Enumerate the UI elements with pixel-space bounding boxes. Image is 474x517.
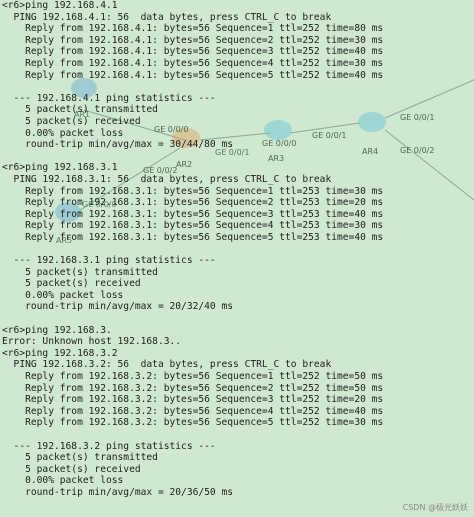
terminal-line: Reply from 192.168.4.1: bytes=56 Sequenc… [2, 57, 384, 69]
terminal-line: PING 192.168.4.1: 56 data bytes, press C… [2, 11, 332, 23]
interface-label: GE 0/0/2 [400, 146, 435, 155]
terminal-line: Reply from 192.168.3.2: bytes=56 Sequenc… [2, 394, 384, 406]
terminal-line: Reply from 192.168.3.2: bytes=56 Sequenc… [2, 405, 384, 417]
terminal-line: 0.00% packet loss [2, 289, 124, 301]
terminal-line: Reply from 192.168.3.2: bytes=56 Sequenc… [2, 382, 384, 394]
terminal-line [2, 151, 383, 163]
terminal-line [2, 243, 383, 255]
terminal-line: Reply from 192.168.4.1: bytes=56 Sequenc… [2, 46, 384, 58]
terminal-line: 5 packet(s) transmitted [2, 266, 158, 278]
terminal-line: Reply from 192.168.3.1: bytes=56 Sequenc… [2, 185, 384, 197]
terminal-line: 0.00% packet loss [2, 475, 124, 487]
interface-label: GE 0/0/0 [82, 200, 117, 209]
link-ar4-down [384, 129, 474, 201]
terminal-line: 5 packet(s) received [2, 115, 141, 127]
interface-label: GE 0/0/2 [143, 166, 178, 175]
terminal-line: 5 packet(s) received [2, 278, 141, 290]
router-label-ar1: AR1 [74, 110, 91, 119]
terminal-line: Reply from 192.168.3.2: bytes=56 Sequenc… [2, 417, 384, 429]
terminal-line: <r6>ping 192.168.3. [2, 324, 112, 336]
terminal-line: <r6>ping 192.168.3.2 [2, 347, 118, 359]
terminal-line: 0.00% packet loss [2, 127, 124, 139]
router-label-ar2: AR2 [176, 160, 193, 169]
terminal-line: Reply from 192.168.4.1: bytes=56 Sequenc… [2, 34, 384, 46]
terminal-output: <r6>ping 192.168.4.1 PING 192.168.4.1: 5… [2, 0, 383, 499]
terminal-line [2, 81, 383, 93]
router-label-ar3: AR3 [268, 154, 285, 163]
terminal-line: Reply from 192.168.3.1: bytes=56 Sequenc… [2, 208, 384, 220]
terminal-line: PING 192.168.3.1: 56 data bytes, press C… [2, 173, 332, 185]
terminal-line: Reply from 192.168.4.1: bytes=56 Sequenc… [2, 23, 384, 35]
terminal-line: Reply from 192.168.3.1: bytes=56 Sequenc… [2, 231, 384, 243]
terminal-line: Reply from 192.168.4.1: bytes=56 Sequenc… [2, 69, 384, 81]
interface-label: GE 0/0/1 [312, 131, 347, 140]
terminal-line: Reply from 192.168.3.1: bytes=56 Sequenc… [2, 220, 384, 232]
terminal-line: 5 packet(s) transmitted [2, 104, 158, 116]
terminal-line: round-trip min/avg/max = 30/44/80 ms [2, 139, 234, 151]
terminal-line: round-trip min/avg/max = 20/36/50 ms [2, 486, 234, 498]
terminal-line: <r6>ping 192.168.3.1 [2, 162, 118, 174]
interface-label: GE 0/0/1 [215, 148, 250, 157]
terminal-line: --- 192.168.3.2 ping statistics --- [2, 440, 216, 452]
watermark: CSDN @极光妖妖 [402, 503, 468, 512]
interface-label: GE 0/0/1 [400, 113, 435, 122]
terminal-line [2, 429, 383, 441]
router-label-ar5: AR5 [56, 236, 73, 245]
terminal-line: round-trip min/avg/max = 20/32/40 ms [2, 301, 234, 313]
terminal-line: Reply from 192.168.3.2: bytes=56 Sequenc… [2, 371, 384, 382]
terminal-line: Reply from 192.168.3.1: bytes=56 Sequenc… [2, 197, 384, 209]
terminal-line: --- 192.168.3.1 ping statistics --- [2, 255, 216, 267]
interface-label: GE 0/0/0 [262, 139, 297, 148]
terminal-line: <r6>ping 192.168.4.1 [2, 0, 118, 11]
terminal-line: 5 packet(s) received [2, 463, 141, 475]
terminal-line: 5 packet(s) transmitted [2, 452, 158, 464]
router-label-ar4: AR4 [362, 147, 379, 156]
terminal-line: PING 192.168.3.2: 56 data bytes, press C… [2, 359, 332, 371]
terminal-line: --- 192.168.4.1 ping statistics --- [2, 92, 216, 104]
terminal-line: Error: Unknown host 192.168.3.. [2, 336, 182, 348]
interface-label: GE 0/0/0 [154, 125, 189, 134]
terminal-line [2, 313, 383, 325]
